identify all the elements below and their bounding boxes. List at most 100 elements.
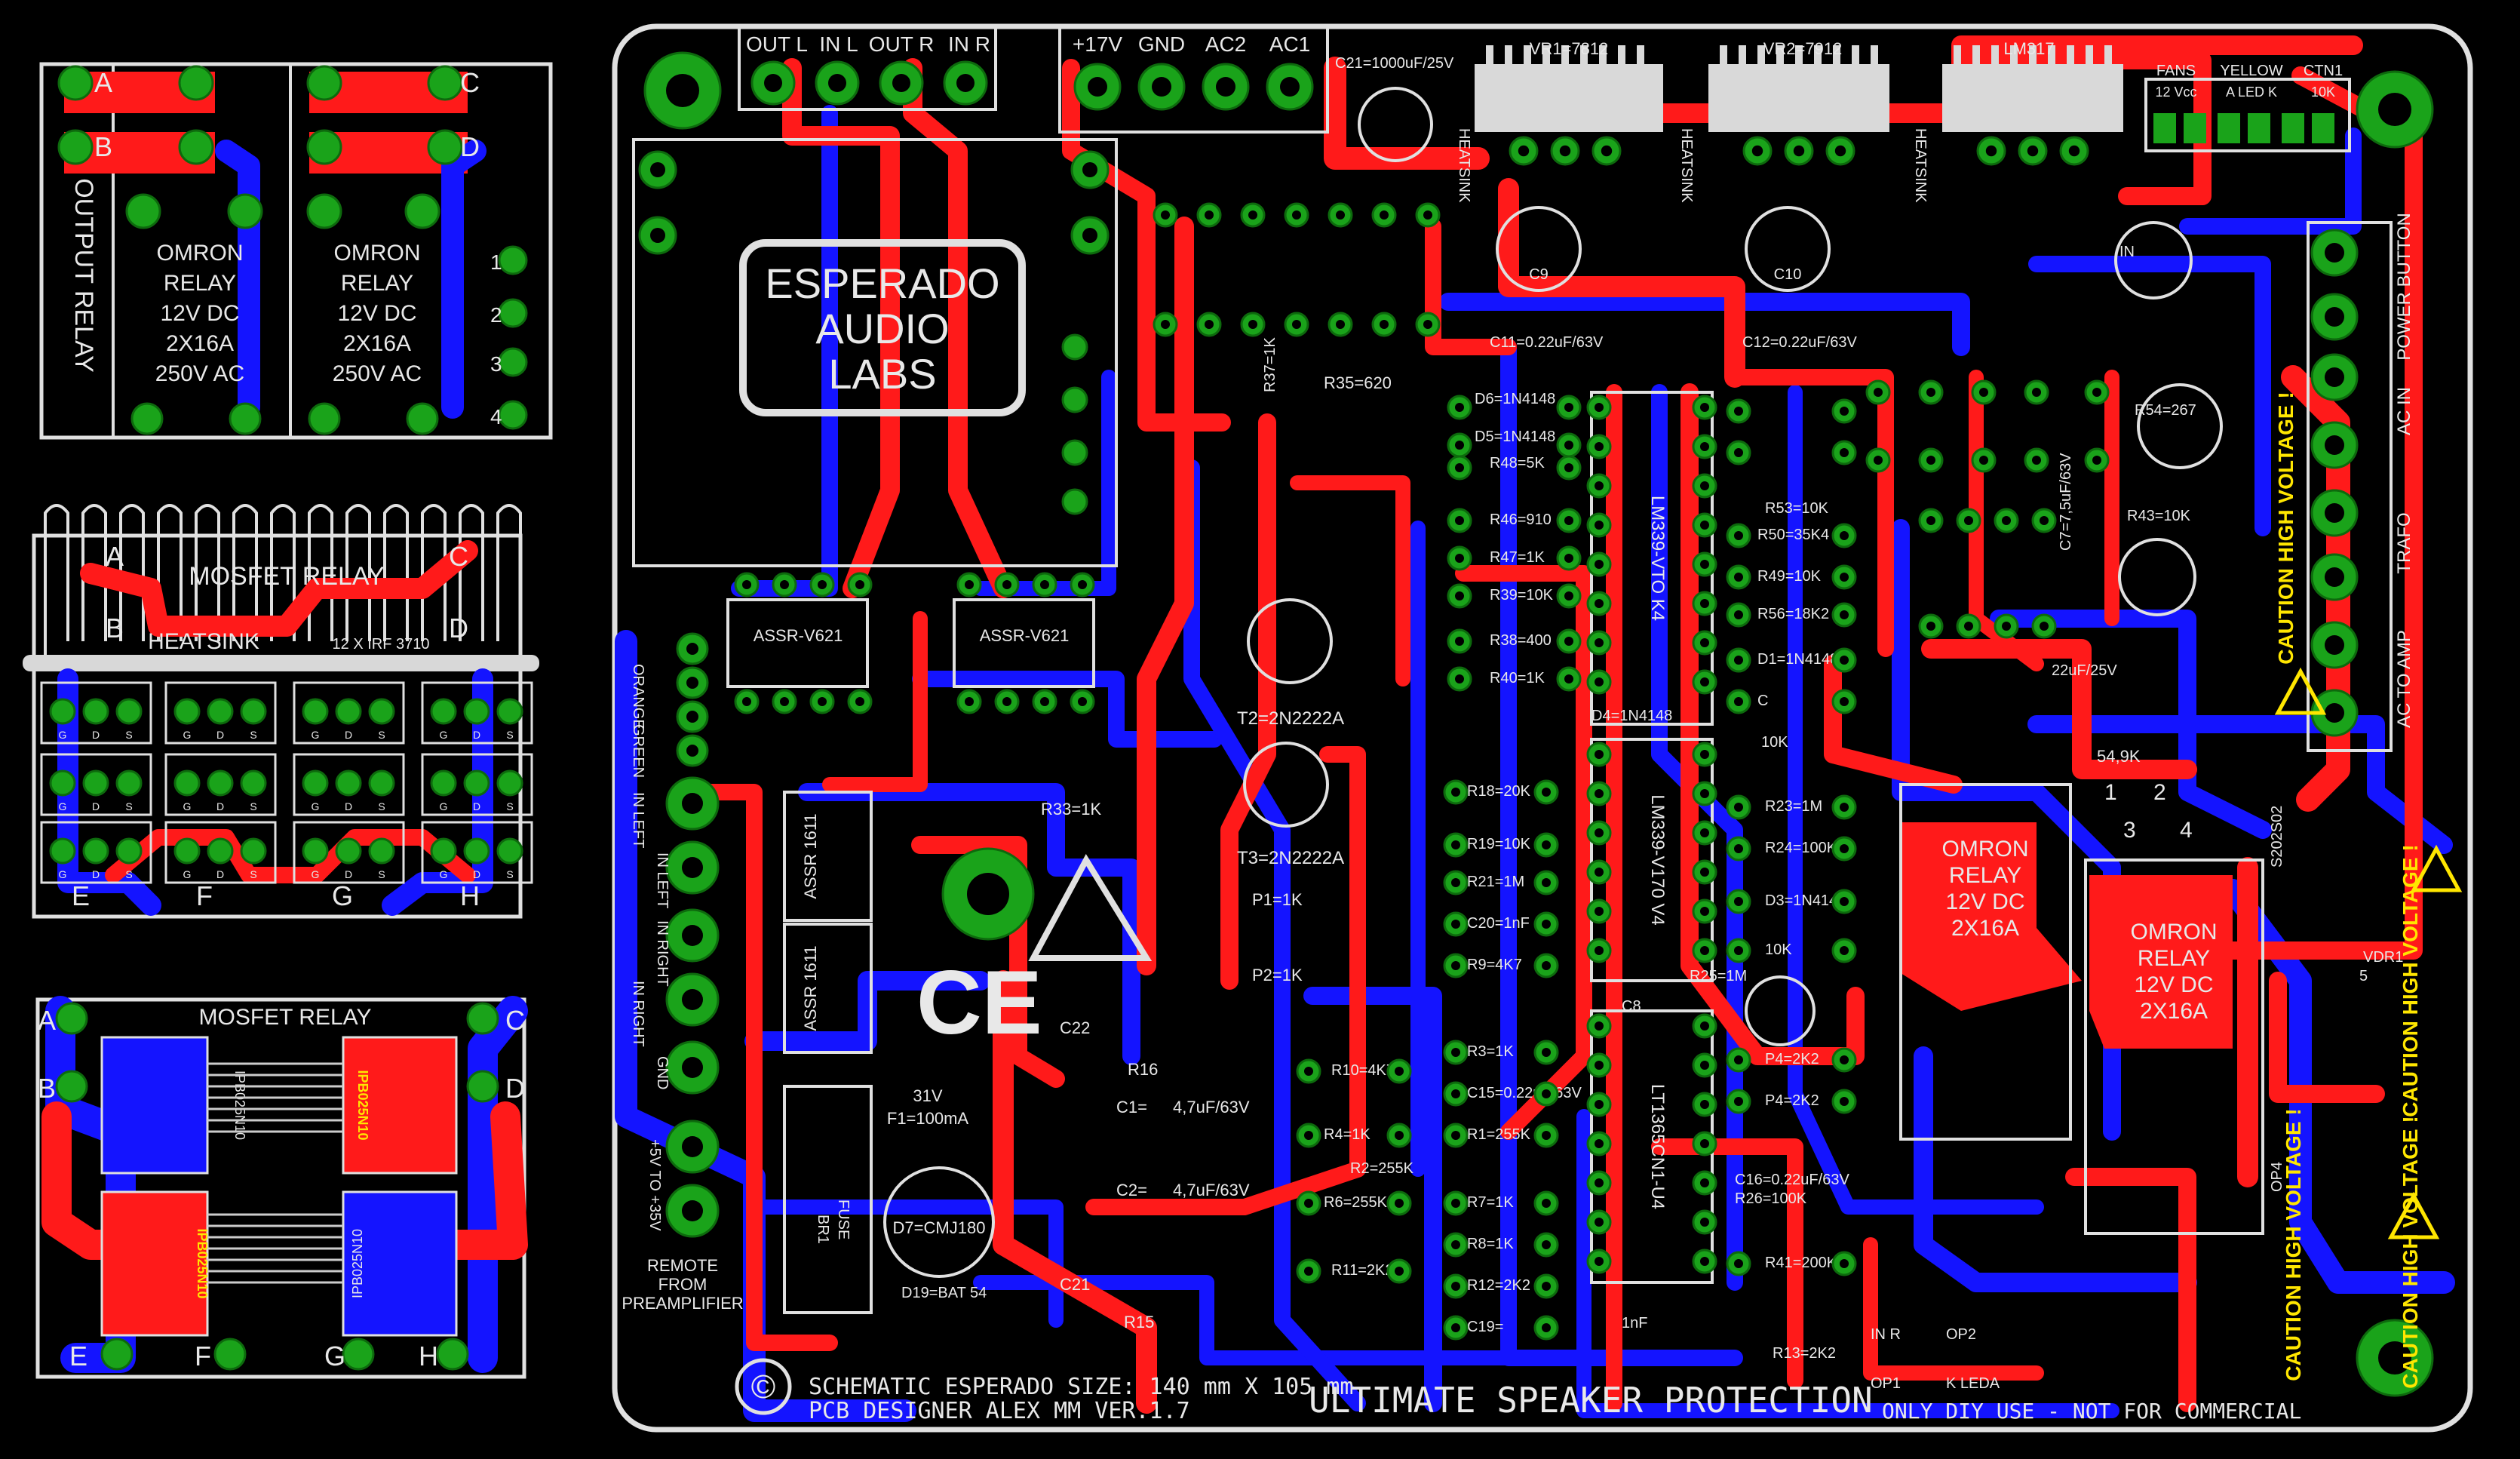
r8-label: R11=2K2 [1331, 1262, 1393, 1279]
r13-label: R41=200K [1765, 1255, 1837, 1271]
pad-hole [1451, 1089, 1460, 1098]
pad-hole [1380, 210, 1389, 220]
relay-pin-4: 4 [2180, 818, 2193, 843]
trafo-label: TRAFO [2394, 512, 2414, 573]
vr2-label: VR2=7912 [1763, 39, 1843, 58]
r40-label: R40=1K [1490, 670, 1545, 686]
pad-hole [1700, 828, 1709, 837]
pad-hole [818, 580, 827, 589]
c22-label: C22 [1060, 1018, 1090, 1037]
pad-hole [1734, 610, 1743, 619]
c13-label: C7=7,5uF/63V [2058, 453, 2074, 551]
pad-hole [1542, 961, 1551, 970]
mosfet-pad [463, 769, 490, 797]
ssr3-label: ASSR 1611 [801, 813, 820, 898]
conn-in-r: IN R [948, 32, 990, 56]
t3-label: T3=2N2222A [1237, 848, 1344, 868]
footer-usage: ONLY DIY USE - NOT FOR COMMERCIAL [1882, 1399, 2301, 1424]
pad-hole [1595, 1178, 1604, 1187]
brand-box [739, 239, 1026, 416]
pad-hole [2032, 388, 2041, 397]
r12-label: 1nF [1622, 1315, 1647, 1332]
right-connector [2307, 221, 2393, 752]
output-letter-d: D [460, 131, 480, 162]
c1-value: 4,7uF/63V [1173, 1098, 1250, 1117]
pad-hole [1595, 1061, 1604, 1070]
warning-3: CAUTION HIGH VOLTAGE ! [2282, 1108, 2305, 1381]
pad-hole [1601, 145, 1613, 157]
mosfet-pad [82, 769, 109, 797]
r35-label: R35=620 [1324, 373, 1392, 392]
mosfet-pin-label: D [92, 800, 100, 812]
mosfet-pin-label: G [183, 729, 192, 741]
d18-label: OP1 [1871, 1375, 1901, 1392]
pad-hole [1455, 674, 1464, 683]
mosfet-pad [368, 698, 395, 725]
r9-label: R3=1K [1467, 1043, 1514, 1060]
s202-1-label: S202S02 [2269, 806, 2285, 868]
mosfet-pin-label: S [125, 800, 132, 812]
r46-label: R46=910 [1490, 511, 1552, 528]
r20-label: R18=20K [1467, 783, 1531, 800]
fans-connector-pads [2153, 113, 2334, 143]
relay2-line3: 12V DC [2134, 972, 2213, 997]
fuse-holder [783, 1085, 873, 1314]
r14-label: P4=2K2 [1765, 1092, 1819, 1109]
pad-hole [1395, 1267, 1404, 1276]
mosfet-part-label: 12 X IRF 3710 [333, 636, 430, 653]
ssr3-box [783, 791, 873, 922]
d21-label: OP2 [1946, 1326, 1976, 1343]
audio-connector-pads [750, 60, 988, 106]
relay-pin-1: 1 [2104, 780, 2117, 805]
mosfet-pad [335, 698, 362, 725]
pad-hole [2002, 516, 2011, 525]
mosfet-pad [173, 698, 201, 725]
t1-label: R43=10K [2127, 508, 2191, 524]
pad-hole [1734, 656, 1743, 665]
pad-hole [1451, 961, 1460, 970]
relay2-line4: 2X16A [2140, 999, 2208, 1024]
pad-hole [1595, 599, 1604, 608]
warning-4: CAUTION HIGH VOLTAGE ! [2399, 1116, 2422, 1388]
pad-hole [1040, 580, 1049, 589]
smd-letter-e: E [69, 1341, 87, 1371]
pad-hole [1248, 320, 1257, 329]
pad-hole [1840, 844, 1849, 853]
mosfet-pin-label: S [378, 800, 385, 812]
r1-label: R4=1K [1324, 1126, 1370, 1143]
pad-hole [965, 697, 974, 706]
pad-hole [1595, 789, 1604, 798]
pad-hole [1161, 320, 1170, 329]
mosfet-footprint [40, 753, 152, 816]
r53-label: R49=10K [1757, 568, 1822, 585]
pad-hole [1840, 656, 1849, 665]
c8-value: R25=1M [1690, 968, 1747, 984]
d7-label: D19=BAT 54 [901, 1285, 987, 1301]
pad-hole [1751, 145, 1763, 157]
output-relay-panel: OUTPUT RELAY OMRON RELAY 12V DC 2X16A 25… [39, 62, 553, 440]
relay2-line1: OMRON [2131, 920, 2218, 945]
mosfet-pad [430, 837, 457, 865]
relay1-pour [1901, 822, 2082, 1011]
pad-hole [1700, 521, 1709, 530]
r21-label: R9=4K7 [1467, 957, 1522, 973]
brand-line3: LABS [828, 350, 936, 398]
mosfet-footprint [293, 821, 405, 884]
pad-hole [1161, 210, 1170, 220]
pad-hole [1205, 320, 1214, 329]
pad-hole [1734, 1259, 1743, 1268]
pad-hole [1700, 638, 1709, 647]
relay2-outline [2084, 859, 2264, 1235]
pad-hole [1926, 622, 1935, 631]
mosfet-pin-label: S [378, 868, 385, 880]
mosfet-pad [115, 698, 143, 725]
pad-hole [1840, 697, 1849, 706]
pad-hole [1734, 803, 1743, 812]
relay-b-line4: 2X16A [343, 331, 411, 356]
mosfet-pad [496, 698, 523, 725]
pad-hole [1304, 1131, 1313, 1140]
footer-designer: PCB DESIGNER ALEX MM VER.1.7 [809, 1398, 1190, 1424]
pad-hole [1700, 403, 1709, 412]
pad-hole [1564, 441, 1573, 450]
pad-hole [1734, 697, 1743, 706]
